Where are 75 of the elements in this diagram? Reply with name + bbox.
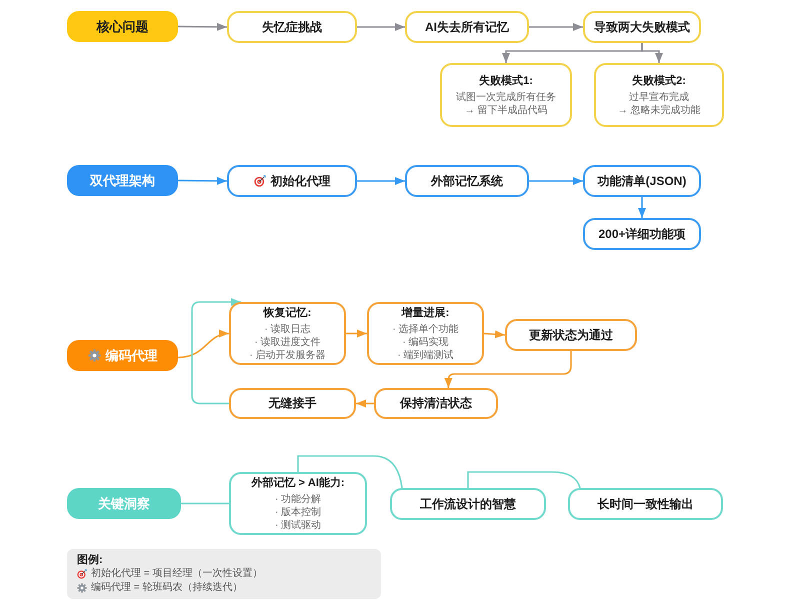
node-label: 关键洞察 [98,496,150,512]
process-box [227,165,357,197]
category-box [67,11,178,42]
note-text: → 留下半成品代码 [464,104,548,116]
note-box [594,63,724,127]
node-label: 工作流设计的智慧 [420,496,516,512]
process-box [568,488,723,520]
process-box [374,388,498,419]
list-box [229,302,346,365]
arrow [357,23,405,31]
arrow [357,177,405,185]
process-box [229,388,356,419]
list-box [367,302,484,365]
bullet-item: · 选择单个功能 [392,322,459,336]
arrow [444,351,572,388]
node-label: 初始化代理 [270,174,330,188]
arrow [484,330,506,338]
process-box [583,165,701,197]
node-label: 双代理架构 [90,172,155,188]
process-box [405,165,529,197]
arrow [178,176,227,185]
process-box [227,11,357,43]
category-box [67,340,178,371]
category-box [67,488,181,519]
arrow [346,330,367,338]
node-label: 无缝接手 [268,396,316,411]
note-text: 过早宣布完成 [629,90,689,104]
node-label: 编码代理 [106,348,158,364]
bullet-item: · 版本控制 [274,506,322,518]
connector-line [181,502,229,504]
bullet-item: · 读取日志 [264,322,311,336]
arrow [178,22,227,31]
bullet-item: · 功能分解 [274,492,322,506]
note-text: → 忽略未完成功能 [618,104,700,116]
process-box [390,488,546,520]
node-heading: 失败模式2: [632,74,686,88]
node-heading: 恢复记忆: [264,306,312,320]
node-label: 导致两大失败模式 [594,20,690,34]
bullet-item: · 读取进度文件 [254,336,321,348]
node-heading: 增量进展: [402,306,450,320]
process-box [405,11,529,43]
arrow [529,177,583,185]
bullet-item: · 测试驱动 [274,518,322,532]
arrow [191,298,241,404]
node-label: 功能清单(JSON) [598,174,686,188]
node-label: 失忆症挑战 [262,20,322,34]
process-box [505,319,637,351]
bullet-item: · 编码实现 [402,336,449,348]
process-box [583,11,701,43]
list-box [229,472,367,535]
node-label: 长时间一致性输出 [598,496,694,512]
connector-line [297,455,403,488]
bullet-item: · 端到端测试 [397,348,454,362]
connector-line [467,471,581,488]
arrow [356,400,374,408]
note-text: 试图一次完成所有任务 [456,90,556,104]
note-box [440,63,572,127]
category-box [67,165,178,196]
bullet-item: · 启动开发服务器 [249,348,326,362]
arrow [638,197,646,218]
node-heading: 外部记忆 > AI能力: [251,476,345,490]
legend-text: 编码代理 = 轮班码农（持续迭代） [91,581,242,595]
legend-text: 初始化代理 = 项目经理（一次性设置） [91,567,262,581]
arrow [178,330,230,358]
legend-title: 图例: [77,553,103,567]
node-label: AI失去所有记忆 [425,20,509,34]
arrow [641,43,663,63]
arrow [529,23,583,31]
node-label: 保持清洁状态 [400,396,472,411]
node-label: 外部记忆系统 [431,174,503,188]
node-label: 核心问题 [96,18,148,34]
node-label: 更新状态为通过 [529,328,613,342]
node-heading: 失败模式1: [479,74,533,88]
process-box [583,218,701,250]
node-label: 200+详细功能项 [598,226,686,242]
